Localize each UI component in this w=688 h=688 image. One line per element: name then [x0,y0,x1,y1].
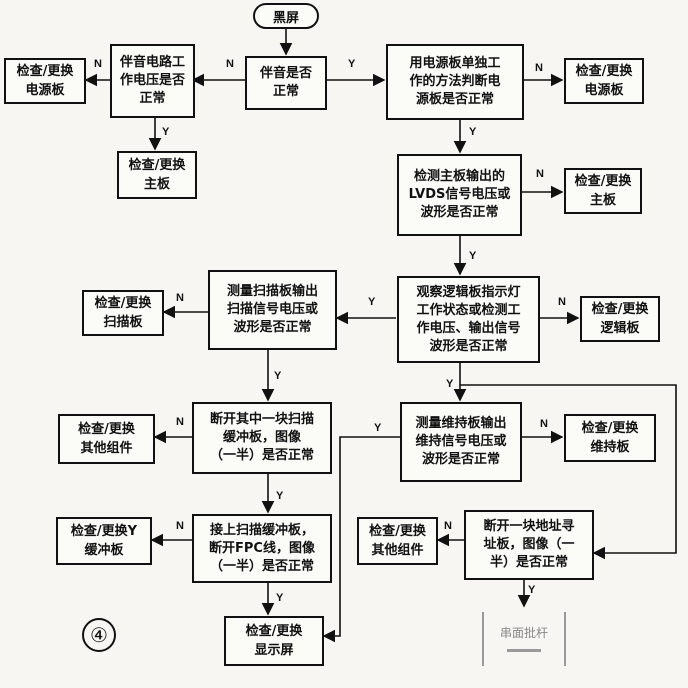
box-check-y-buffer: 检查/更换Y 缓冲板 [56,517,152,565]
label-n-lvds: N [536,168,544,180]
label-y-logic: Y [368,296,376,308]
box-check-logic: 检查/更换 逻辑板 [580,296,660,342]
label-y-sound: Y [348,58,356,70]
figure-number: ④ [82,618,116,652]
label-n-sustain: N [540,418,548,430]
box-check-other-mid: 检查/更换 其他组件 [357,517,438,565]
box-scan-buffer-connect: 接上扫描缓冲板， 断开FPC线，图像 （一半）是否正常 [192,514,332,583]
label-y-lvds: Y [469,250,477,262]
label-y-sustain: Y [374,422,382,434]
label-n-connect: N [176,520,184,532]
box-sound-ok: 伴音是否 正常 [245,56,327,110]
label-n-sound: N [226,58,234,70]
box-faded-bottom: 串面批杆 [482,612,566,666]
label-n-scan: N [176,292,184,304]
box-check-power-left: 检查/更换 电源板 [4,58,86,104]
box-check-power-right: 检查/更换 电源板 [564,58,644,104]
box-logic-board-observe: 观察逻辑板指示灯 工作状态或检测工 作电压、输出信号 波形是否正常 [397,276,540,363]
label-y-logic-down: Y [446,378,454,390]
box-check-other-left: 检查/更换 其他组件 [58,414,155,464]
faded-box-text: 串面批杆 [499,626,548,640]
label-y-address: Y [528,584,536,596]
label-y-buffer: Y [276,490,284,502]
label-n-circuit: N [94,58,102,70]
box-check-sustain: 检查/更换 维持板 [564,414,656,462]
box-scan-buffer-disconnect: 断开其中一块扫描 缓冲板，图像 （一半）是否正常 [192,402,332,474]
label-n-logic: N [558,296,566,308]
box-sustain-measure: 测量维持板输出 维持信号电压或 波形是否正常 [400,402,522,482]
label-y-circuit: Y [162,126,170,138]
arrow-logic-to-address [460,384,677,560]
box-address-board: 断开一块地址寻 址板，图像（一 半）是否正常 [464,510,594,580]
label-n-power: N [535,62,543,74]
label-y-scan: Y [274,370,282,382]
label-n-address: N [444,520,452,532]
start-node: 黑屏 [253,3,319,29]
box-scan-board-measure: 测量扫描板输出 扫描信号电压或 波形是否正常 [208,270,337,350]
label-y-connect: Y [276,592,284,604]
box-check-display: 检查/更换 显示屏 [224,616,324,666]
box-lvds-check: 检测主板输出的 LVDS信号电压或 波形是否正常 [397,154,522,236]
box-power-board-test: 用电源板单独工 作的方法判断电 源板是否正常 [386,44,524,120]
box-check-main-right: 检查/更换 主板 [564,168,642,214]
faded-box-bar [507,649,541,652]
box-sound-circuit-voltage: 伴音电路工 作电压是否 正常 [110,44,195,118]
box-check-main-left: 检查/更换 主板 [117,151,197,199]
arrow-sustain-to-display [322,436,400,643]
label-n-buffer: N [176,416,184,428]
label-y-power: Y [469,126,477,138]
box-check-scan: 检查/更换 扫描板 [82,290,164,336]
